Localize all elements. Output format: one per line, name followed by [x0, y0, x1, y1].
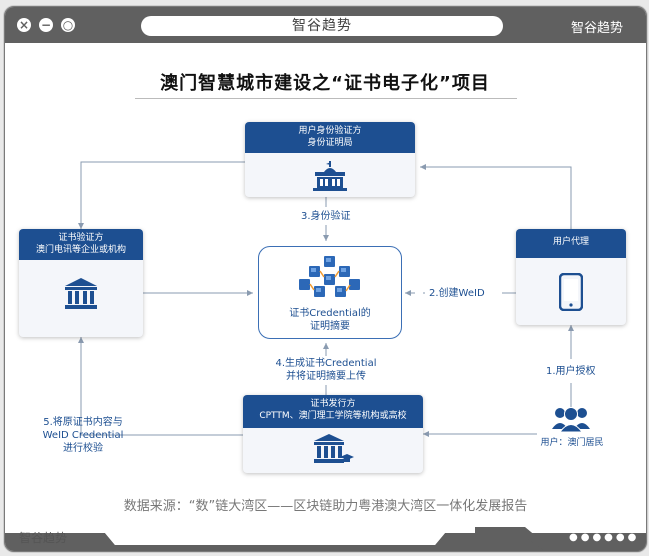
brand-logo-bottom: 智谷趋势: [19, 531, 68, 545]
window-title: 智谷趋势: [141, 16, 503, 36]
step-4-line2: 并将证明摘要上传: [286, 371, 366, 382]
blockchain-cubes-icon: [299, 256, 360, 297]
identity-verifier-node: 用户身份验证方 身份证明局: [245, 122, 415, 197]
step-4-line1: 4.生成证书Credential: [275, 358, 377, 369]
step-1-label: 1.用户授权: [546, 366, 596, 377]
government-building-icon: [313, 161, 347, 191]
maximize-icon[interactable]: ○: [61, 18, 75, 32]
bank-icon: [65, 278, 97, 309]
user-agent-node: 用户代理: [516, 229, 626, 325]
connector-lines: [78, 161, 574, 437]
title-divider: [135, 98, 517, 99]
issuer-node-title: 证书发行方: [310, 399, 356, 409]
step-5-line2: WeID Credential: [42, 430, 124, 441]
agent-node-title: 用户代理: [552, 237, 589, 247]
verifier-node-header: 证书验证方 澳门电讯等企业或机构: [19, 229, 143, 260]
step-5-line3: 进行校验: [63, 443, 103, 454]
app-window: × − ○ 智谷趋势 智谷趋势 澳门智慧城市建设之“证书电子化”项目: [4, 6, 647, 552]
step-2-label: 2.创建WeID: [429, 288, 485, 299]
step-4-label: 4.生成证书Credential 并将证明摘要上传: [271, 357, 381, 383]
center-label-line2: 证明摘要: [310, 321, 350, 332]
center-label-line1: 证书Credential的: [289, 308, 371, 319]
agent-node-header: 用户代理: [516, 229, 626, 258]
step-5-label: 5.将原证书内容与 WeID Credential 进行校验: [31, 416, 135, 455]
diagram-title: 澳门智慧城市建设之“证书电子化”项目: [160, 73, 490, 94]
connector-agent-identity: [420, 164, 572, 229]
page-dots-indicator: ●●●●●●: [569, 532, 640, 543]
university-icon: [314, 434, 354, 463]
verifier-node-subtitle: 澳门电讯等企业或机构: [35, 245, 126, 255]
title-bar: × − ○ 智谷趋势 智谷趋势: [5, 7, 646, 43]
brand-logo-top: 智谷趋势: [571, 21, 624, 36]
user-label: 用户：澳门居民: [540, 438, 604, 448]
bottom-bar-shape: [5, 525, 646, 551]
certificate-verifier-node: 证书验证方 澳门电讯等企业或机构: [19, 229, 143, 337]
certificate-issuer-node: 证书发行方 CPTTM、澳门理工学院等机构或高校: [243, 395, 423, 473]
identity-node-subtitle: 身份证明局: [307, 138, 353, 148]
smartphone-icon: [559, 273, 583, 311]
identity-node-title: 用户身份验证方: [298, 126, 362, 136]
issuer-node-header: 证书发行方 CPTTM、澳门理工学院等机构或高校: [243, 395, 423, 428]
identity-node-header: 用户身份验证方 身份证明局: [245, 122, 415, 153]
connector-identity-verifier: [78, 161, 245, 229]
step-3-label: 3.身份验证: [301, 211, 351, 222]
minimize-icon[interactable]: −: [39, 18, 53, 32]
users-icon: [552, 407, 590, 433]
verifier-node-title: 证书验证方: [58, 233, 104, 243]
step-5-line1: 5.将原证书内容与: [43, 417, 123, 428]
connector-issuer-verifier: [78, 337, 243, 436]
credential-digest-node: 证书Credential的 证明摘要: [258, 246, 402, 339]
issuer-node-subtitle: CPTTM、澳门理工学院等机构或高校: [259, 411, 407, 421]
data-source: 数据来源：“数”链大湾区——区块链助力粤港澳大湾区一体化发展报告: [123, 499, 528, 514]
close-icon[interactable]: ×: [17, 18, 31, 32]
